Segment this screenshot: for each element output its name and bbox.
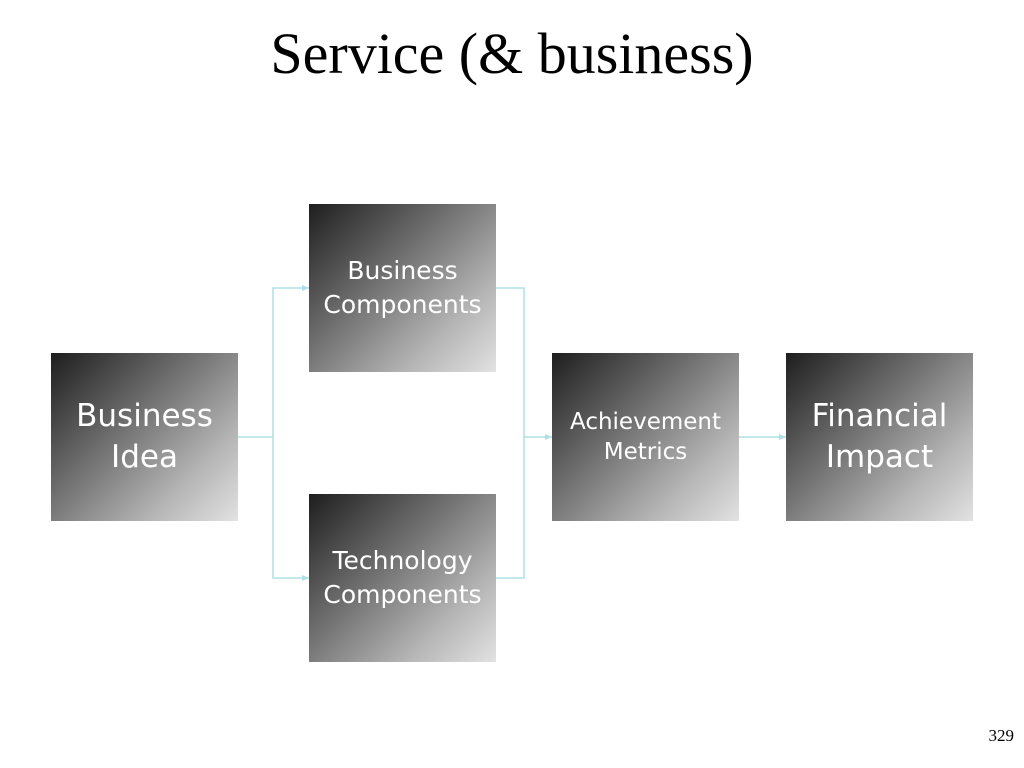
edge-idea-to-technology-components: [272, 437, 309, 581]
node-label-line: Metrics: [603, 439, 688, 465]
node-label-line: Components: [323, 290, 482, 319]
node-business-idea: Business Idea: [51, 353, 238, 521]
node-achievement-metrics: Achievement Metrics: [552, 353, 739, 521]
node-label-line: Business: [347, 256, 458, 285]
node-label-line: Impact: [825, 439, 934, 475]
slide-title: Service (& business): [270, 21, 754, 86]
edge-idea-to-business-components: [238, 285, 309, 438]
edge-technology-components-to-metrics: [496, 437, 525, 579]
node-label-line: Technology: [332, 546, 473, 575]
node-label-line: Financial: [811, 398, 948, 434]
page-number: 329: [988, 726, 1015, 745]
edge-business-components-to-metrics: [496, 287, 552, 440]
node-business-components: Business Components: [309, 204, 496, 372]
node-label-line: Idea: [111, 439, 178, 475]
node-label-line: Components: [323, 580, 482, 609]
node-label-line: Business: [76, 398, 213, 434]
node-technology-components: Technology Components: [309, 494, 496, 662]
node-financial-impact: Financial Impact: [786, 353, 973, 521]
node-label-line: Achievement: [569, 409, 721, 435]
